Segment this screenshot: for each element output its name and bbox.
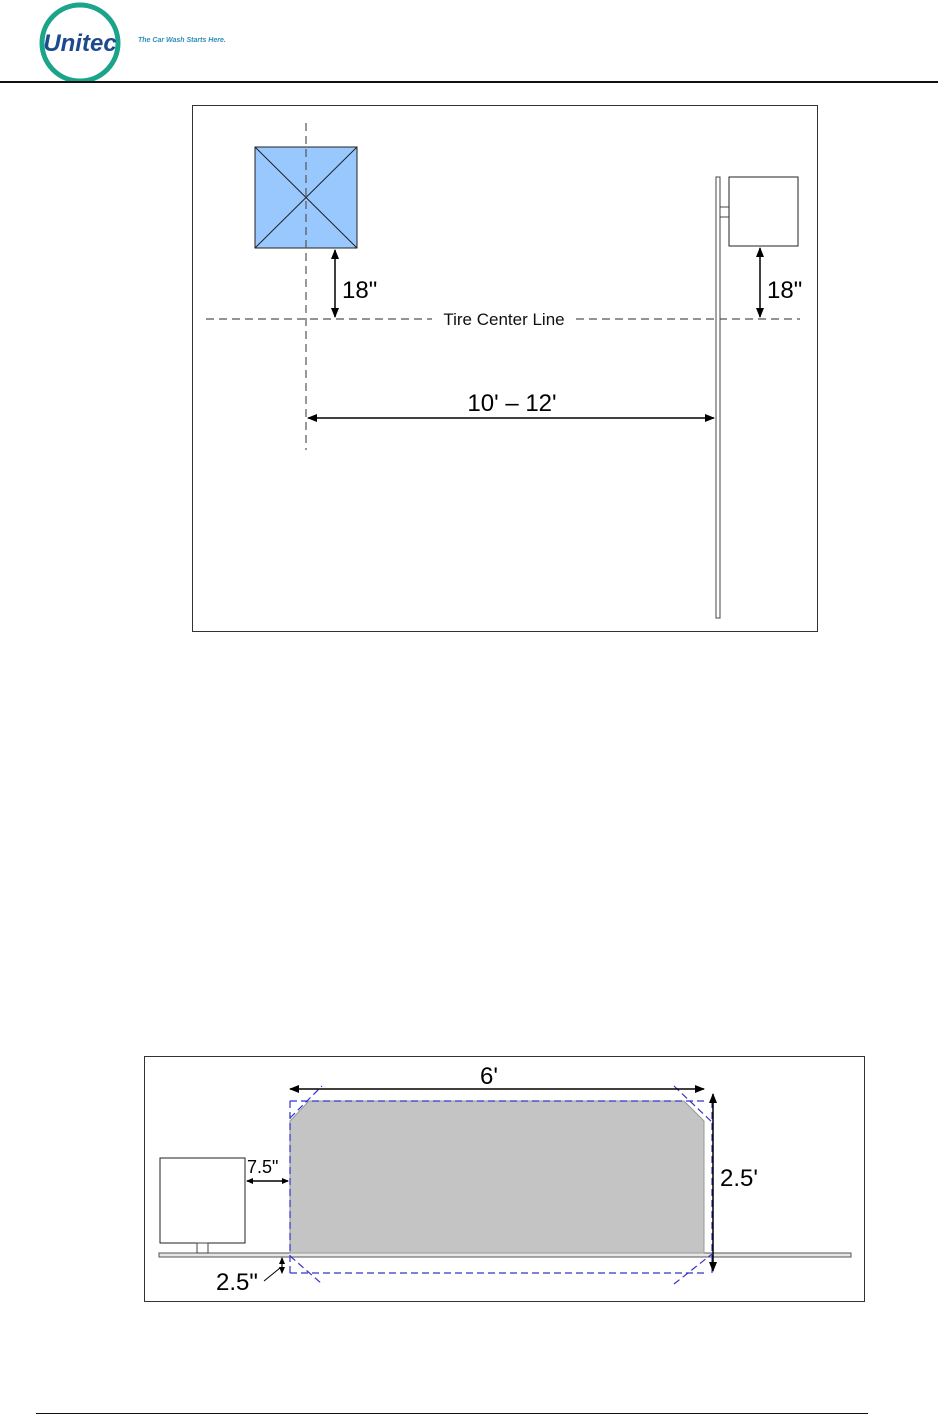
- left-clearance-label: 18": [342, 277, 377, 304]
- figure-plan-view: Tire Center Line 18" 18" 10' – 12': [192, 105, 818, 632]
- header-divider: [0, 81, 938, 83]
- signal-unit-box: [159, 1157, 246, 1244]
- distance-label: 10' – 12': [467, 390, 556, 417]
- detection-area: [289, 1100, 705, 1254]
- bottom-gap-label: 2.5": [216, 1269, 258, 1296]
- bottom-gap-leader: [263, 1267, 281, 1282]
- width-label: 6': [480, 1063, 498, 1090]
- tire-center-line-label: Tire Center Line: [443, 310, 564, 329]
- signal-unit-mount: [196, 1242, 209, 1254]
- signal-unit-box: [728, 176, 799, 247]
- unitec-logo: Unitec: [39, 2, 121, 82]
- page-header: Unitec The Car Wash Starts Here.: [0, 0, 938, 84]
- figure-elevation-view: 6' 2.5' 7.5" 2.5": [144, 1056, 865, 1302]
- logo-text: Unitec: [43, 30, 116, 57]
- footer-divider: [36, 1413, 868, 1414]
- right-clearance-label: 18": [767, 277, 802, 304]
- pole: [715, 176, 721, 619]
- pole-bracket: [719, 206, 730, 218]
- side-gap-label: 7.5": [247, 1157, 278, 1177]
- height-label: 2.5': [720, 1165, 758, 1192]
- tagline: The Car Wash Starts Here.: [138, 37, 226, 44]
- ground-rail: [158, 1252, 852, 1258]
